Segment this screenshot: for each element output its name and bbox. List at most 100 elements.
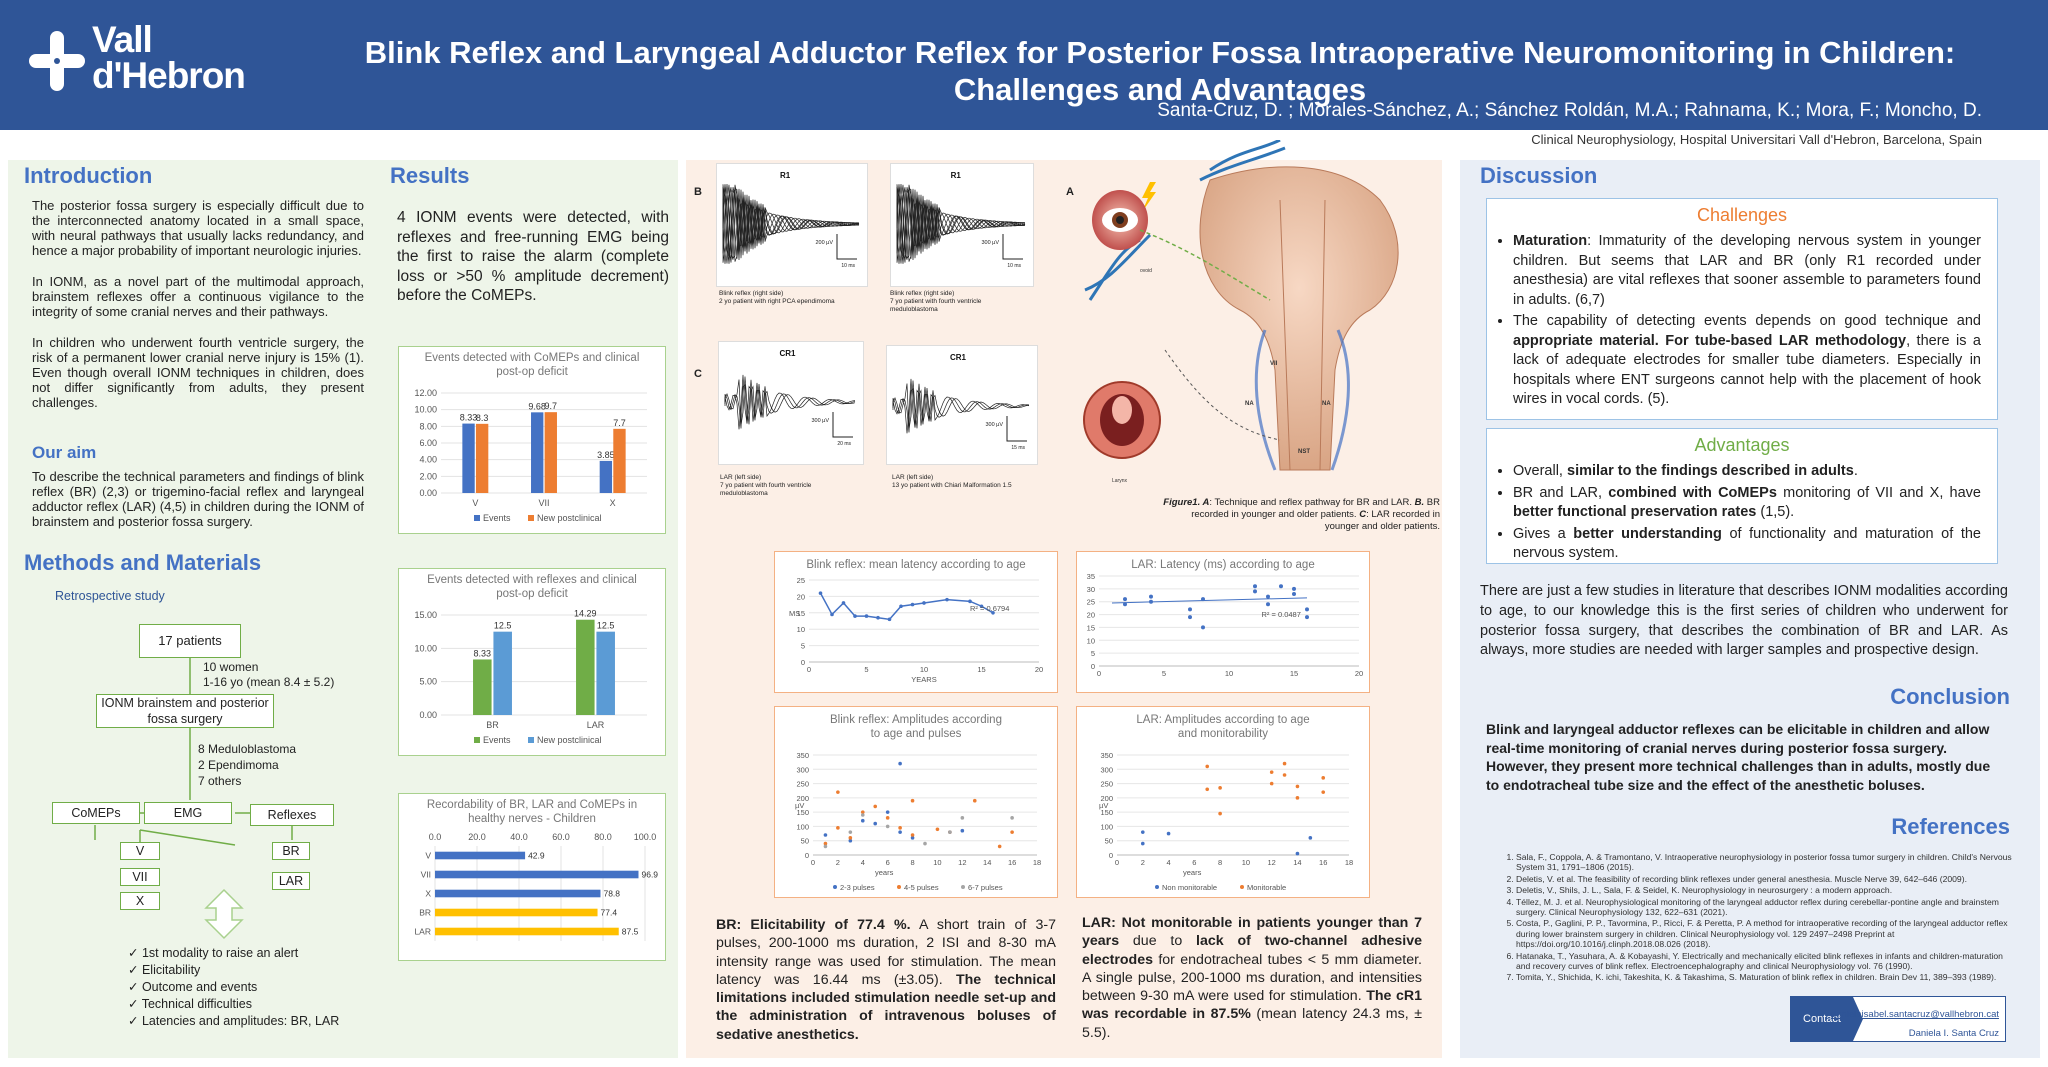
data-point [1282,773,1287,777]
x-tick-label: 4 [1166,858,1170,867]
legend-swatch [528,515,534,521]
category-label: BR [419,907,431,917]
y-tick-label: 5 [801,642,805,651]
x-tick-label: 2 [836,858,840,867]
amplitude-scale: 200 µV [815,240,833,246]
x-tick-label: 12 [1267,858,1275,867]
y-tick-label: 2.00 [419,471,437,481]
data-point [848,838,853,843]
data-point [948,830,952,834]
data-point [1149,594,1153,599]
y-tick-label: 6.00 [419,438,437,448]
y-tick-label: 100 [796,822,809,831]
legend-label: New postclinical [537,513,602,523]
logo-line-2: d'Hebron [92,55,246,96]
reference-item: Deletis, V., Shils, J. L., Sala, F. & Se… [1516,885,2016,895]
legend-swatch [1155,885,1159,889]
data-label: 8.33 [460,413,478,423]
v-box: V [120,842,160,860]
reference-item: Téllez, M. J. et al. Neurophysiological … [1516,897,2016,918]
chart-lar-amplitude: LAR: Amplitudes according to age and mon… [1076,706,1370,898]
y-tick-label: 50 [1105,837,1113,846]
data-point [873,821,878,826]
aim-heading: Our aim [32,443,97,462]
x-tick-label: 6 [886,858,890,867]
data-point [1123,602,1127,607]
waveform [892,378,1030,434]
x-tick-label: 15 [1290,669,1298,678]
x-tick-label: 10 [1242,858,1250,867]
reference-item: Sala, F., Coppola, A. & Tramontano, V. I… [1516,852,2016,873]
bar-new-postclinical [613,428,626,493]
brainstem-illustration: ovoid VII NA NA NST Larynx [1083,140,1399,484]
bar-events [599,460,613,493]
reflexes-box: Reflexes [250,804,334,826]
check-item-5: ✓ Latencies and amplitudes: BR, LAR [128,1014,340,1028]
data-point [860,813,865,817]
trace-label: CR1 [950,353,967,362]
waveform [896,187,1026,264]
data-point [830,612,834,617]
contact-name: Daniela I. Santa Cruz [1908,1028,1999,1039]
lar-box: LAR [272,872,310,890]
advantages-box: Advantages Overall, similar to the findi… [1486,428,1998,564]
data-label: 8.3 [476,413,489,423]
y-tick-label: 8.00 [419,421,437,431]
category-label: LAR [587,720,605,730]
data-point [823,841,828,846]
legend-swatch [961,885,965,889]
lightning-icon [1142,182,1156,212]
emg-box: EMG [144,802,232,824]
x-tick-label: 5 [1162,669,1166,678]
y-tick-label: 0.00 [419,710,437,720]
diagnosis-2: 2 Ependimoma [198,758,279,772]
y-tick-label: 300 [796,765,809,774]
data-point [841,601,846,605]
waveform [892,380,1030,430]
data-point [1295,851,1300,856]
data-point [1253,589,1257,594]
category-label: LAR [414,926,431,936]
chart-lar-amplitude-title: LAR: Amplitudes according to age and mon… [1136,714,1310,740]
patients-box: 17 patients [139,624,241,658]
data-point [960,828,965,833]
chart-comeps-title: Events detected with CoMEPs and clinical… [424,352,640,378]
trace-br-young-caption: Blink reflex (right side)2 yo patient wi… [719,290,835,305]
affiliation: Clinical Neurophysiology, Hospital Unive… [1531,132,1982,147]
data-point [823,844,828,849]
x-tick-label: 18 [1033,858,1041,867]
x-tick-label: 2 [1141,858,1145,867]
y-axis-label: µV [795,801,804,810]
data-point [1266,602,1270,607]
vii-box: VII [120,868,160,886]
check-icon: ✓ [128,963,142,977]
y-tick-label: 150 [796,808,809,817]
data-point [887,617,892,622]
amplitude-scale: 300 µV [811,418,829,424]
aim-text: To describe the technical parameters and… [32,469,364,529]
legend-label: 2-3 pulses [840,883,875,892]
trace-lar-old-caption: LAR (left side)13 yo patient with Chiari… [892,474,1012,489]
data-point [1010,816,1014,820]
header-bar [0,0,2048,130]
intro-paragraph-2: In IONM, as a novel part of the multimod… [32,274,364,319]
y-tick-label: 15.00 [414,610,437,620]
contact-email-link[interactable]: danielaisabel.santacruz@vallhebron.cat [1830,1009,1999,1020]
y-tick-label: 10 [1087,636,1095,645]
legend-label: 4-5 pulses [904,883,939,892]
data-point [1010,830,1014,834]
data-point [910,602,915,607]
data-label: 3.85 [597,450,615,460]
check-item-3: ✓ Outcome and events [128,980,258,994]
bar [435,889,601,898]
contact-label: Contact [1791,997,1853,1041]
y-tick-label: 5 [1091,649,1095,658]
advantages-title: Advantages [1694,435,1790,455]
data-point [898,761,902,766]
data-point [979,604,984,609]
x-tick-label: 14 [1293,858,1301,867]
